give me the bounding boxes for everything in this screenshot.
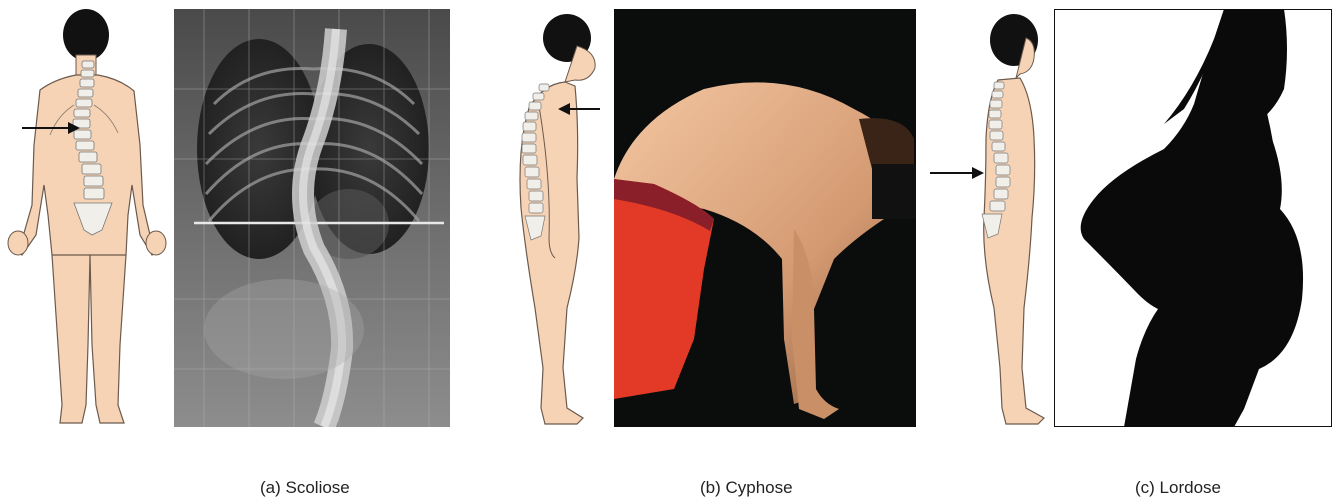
- caption-kyphosis: (b) Cyphose: [700, 478, 793, 498]
- kyphosis-photo: [614, 9, 916, 427]
- panel-scoliosis: [0, 0, 480, 502]
- panel-lordosis: [920, 0, 1333, 502]
- panel-kyphosis: [480, 0, 920, 502]
- scoliosis-arrow-icon: [22, 121, 82, 135]
- scoliosis-body-figure: [0, 5, 175, 435]
- lordosis-arrow-icon: [930, 166, 986, 180]
- caption-scoliosis: (a) Scoliose: [260, 478, 350, 498]
- scoliosis-xray-photo: [174, 9, 450, 427]
- caption-lordosis: (c) Lordose: [1135, 478, 1221, 498]
- kyphosis-arrow-icon: [556, 102, 600, 116]
- lordosis-silhouette-photo: [1054, 9, 1332, 427]
- lordosis-body-figure: [968, 8, 1058, 438]
- kyphosis-body-figure: [505, 8, 605, 438]
